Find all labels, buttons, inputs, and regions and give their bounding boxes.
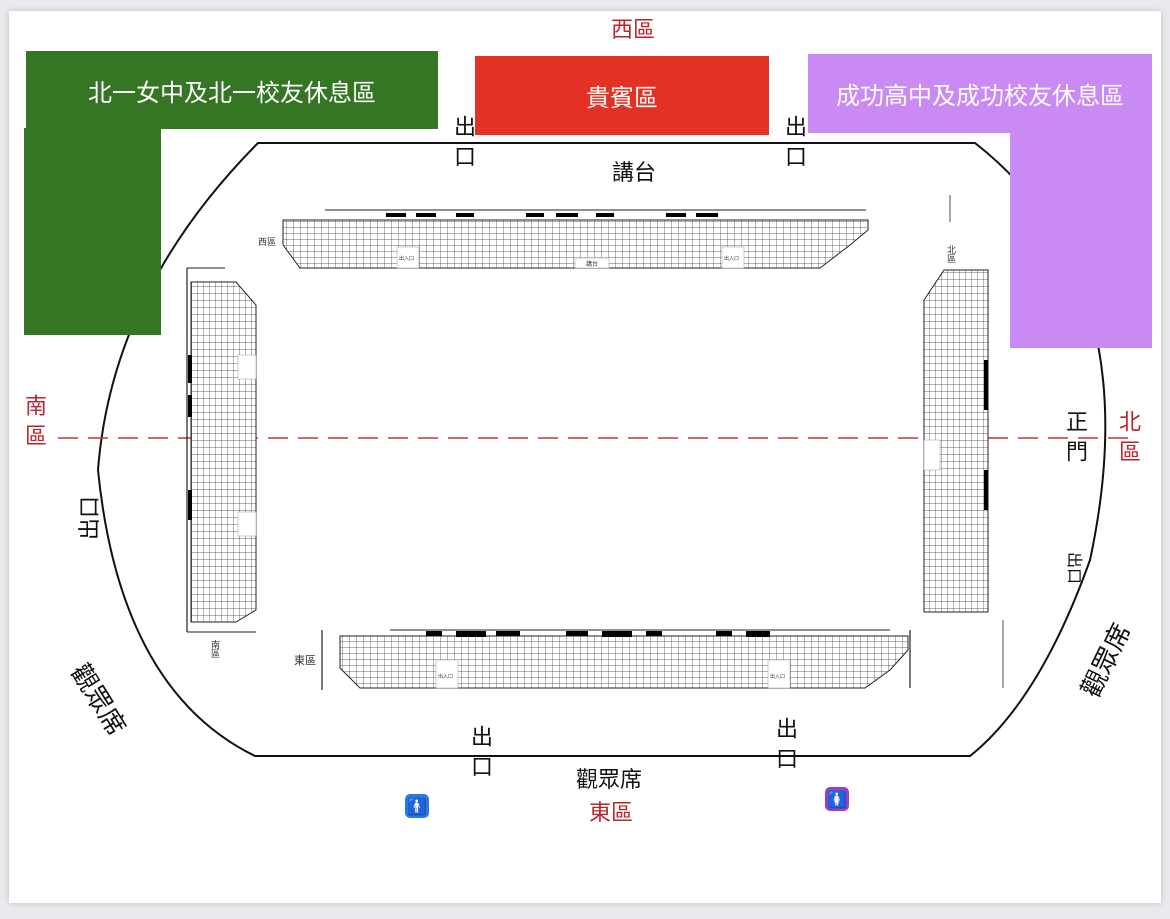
stage-label: 講台 [612,161,657,186]
exit-left: 出口 [78,495,103,540]
seat-caption-entrance-e1: 出入口 [438,673,453,680]
women-restroom-icon: 🚺 [825,787,849,811]
seat-caption-west: 西區 [258,237,276,248]
north-first-girls-rest-area-label: 北一女中及北一校友休息區 [26,51,438,129]
seat-block-west [282,209,869,269]
seat-caption-south: 南區 [209,639,220,658]
zone-label-west: 西區 [611,18,656,43]
exit-bottom-left: 出口 [467,725,492,785]
seat-caption-stage: 講台 [586,260,598,268]
men-restroom-icon: 🚹 [405,794,429,818]
seat-block-south [186,267,257,633]
seat-block-north [923,195,1004,688]
seat-caption-east: 東區 [294,654,316,667]
seat-block-east [321,629,911,690]
seat-caption-entrance-w1: 出入口 [399,255,414,262]
exit-top-right: 出口 [781,115,806,175]
vip-area: 貴賓區 [475,56,769,135]
exit-bottom-right: 出口 [772,717,797,777]
exit-right: 出口 [1065,552,1084,585]
seat-caption-entrance-w2: 出入口 [724,255,739,262]
zone-label-north: 北區 [1115,410,1140,470]
audience-bottom: 觀眾席 [576,768,643,793]
zone-label-south: 南區 [21,394,46,454]
zone-label-east: 東區 [589,801,634,826]
north-first-girls-rest-area-extension [24,128,161,335]
exit-top-left: 出口 [450,115,475,175]
main-gate-label: 正門 [1062,410,1087,470]
seat-caption-entrance-e2: 出入口 [770,673,785,680]
seat-caption-north: 北區 [945,245,956,263]
chenggong-rest-area-label: 成功高中及成功校友休息區 [808,54,1152,133]
chenggong-rest-area-extension [1010,132,1152,348]
